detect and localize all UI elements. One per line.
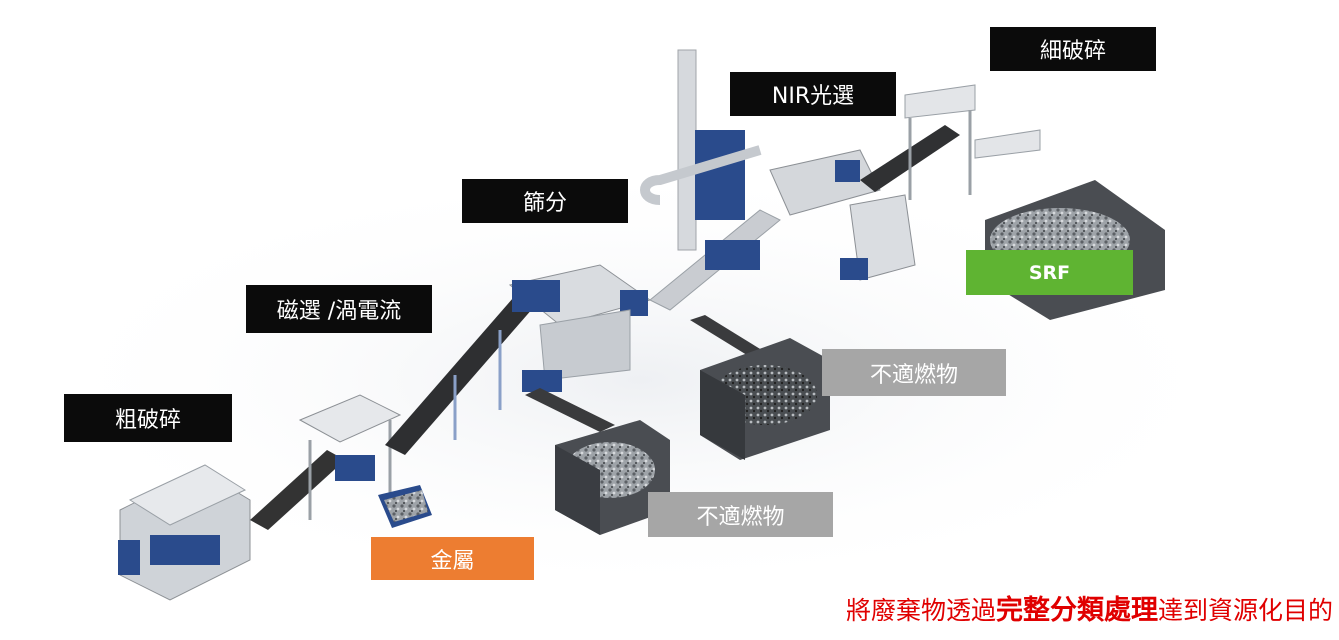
conveyor-1	[250, 450, 345, 530]
caption: 將廢棄物透過完整分類處理達到資源化目的	[846, 588, 1333, 627]
label-screening: 篩分	[462, 179, 628, 223]
label-fine-shred: 細破碎	[990, 27, 1156, 71]
caption-emphasis: 完整分類處理	[995, 595, 1158, 626]
unfit-bin-2	[700, 338, 830, 460]
caption-suffix: 達到資源化目的	[1157, 596, 1333, 625]
label-unfit-fuel-upper: 不適燃物	[822, 349, 1006, 396]
caption-prefix: 將廢棄物透過	[845, 596, 996, 625]
label-coarse-shred: 粗破碎	[64, 394, 232, 442]
dust-collector	[640, 49, 762, 270]
magnet-station	[298, 394, 432, 528]
unfit-bin-1	[555, 420, 670, 535]
nir-sorter	[769, 149, 881, 216]
coarse-shredder	[118, 464, 251, 601]
floor-shadow	[20, 160, 1260, 600]
label-metal: 金屬	[371, 537, 534, 580]
label-nir-sorting: NIR光選	[730, 72, 896, 116]
fine-shredder	[840, 84, 1041, 281]
screening-drum	[508, 264, 652, 392]
conveyor-3	[525, 388, 615, 432]
label-srf: SRF	[966, 250, 1133, 295]
label-magnetic-eddy: 磁選 /渦電流	[246, 285, 432, 333]
label-unfit-fuel-lower: 不適燃物	[648, 492, 833, 537]
